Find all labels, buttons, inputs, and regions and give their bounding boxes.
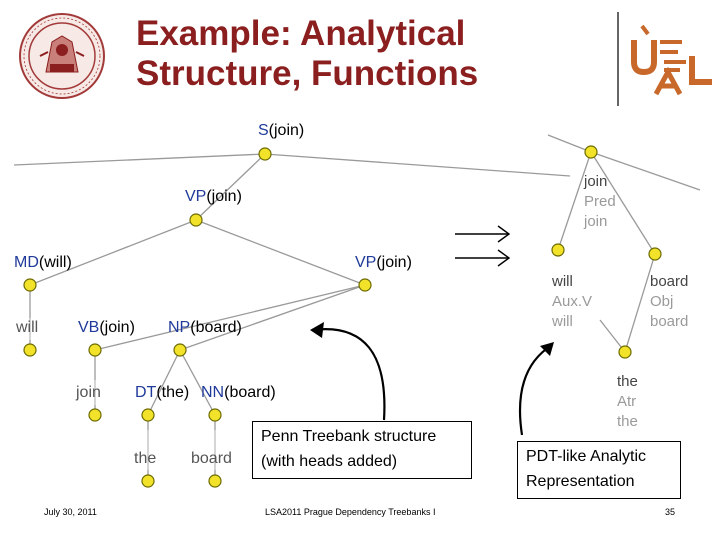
node-nn: [208, 408, 222, 422]
dep-node-board: [648, 247, 662, 261]
label-s: S(join): [258, 122, 305, 139]
node-board: [208, 474, 222, 488]
node-vp1: [189, 213, 203, 227]
dep-node-will: [551, 243, 565, 257]
label-word-will: will: [16, 319, 39, 336]
phrase-tree-nodes: [23, 147, 372, 488]
penn-caption-arrow: [311, 328, 386, 421]
pointer-arrows: [311, 328, 553, 436]
node-md: [23, 278, 37, 292]
footer-date: July 30, 2011: [44, 507, 97, 517]
footer-page-number: 35: [665, 507, 676, 517]
node-np: [173, 343, 187, 357]
dep-node-join: [584, 145, 598, 159]
label-word-board: board: [191, 450, 232, 467]
label-vp2: VP(join): [355, 254, 412, 271]
label-md: MD(will): [14, 254, 72, 271]
slide-title: Example: Analytical Structure, Functions: [136, 14, 576, 94]
dependency-tree-nodes: [551, 145, 662, 359]
dep-label-join: join Pred join: [584, 173, 616, 230]
node-the: [141, 474, 155, 488]
footer-center: LSA2011 Prague Dependency Treebanks I: [265, 507, 436, 517]
title-line-2: Structure, Functions: [136, 54, 479, 93]
node-dt: [141, 408, 155, 422]
title-line-1: Example: Analytical: [136, 14, 466, 53]
label-dt: DT(the): [135, 384, 190, 401]
penn-treebank-caption: Penn Treebank structure (with heads adde…: [252, 421, 472, 479]
dep-label-the: the Atr the: [617, 373, 638, 430]
pdt-caption-arrow: [518, 344, 553, 436]
label-nn: NN(board): [201, 384, 276, 401]
dependency-tree-edges: [547, 134, 701, 353]
node-vb: [88, 343, 102, 357]
node-vp2: [358, 278, 372, 292]
node-s: [258, 147, 272, 161]
university-seal-icon: [19, 13, 105, 99]
dep-label-board: board Obj board: [650, 273, 689, 330]
node-will: [23, 343, 37, 357]
ufal-logo-icon: [617, 12, 712, 106]
label-word-the: the: [134, 450, 157, 467]
dep-node-the: [618, 345, 632, 359]
node-join: [88, 408, 102, 422]
pdt-caption: PDT-like Analytic Representation: [517, 441, 681, 499]
label-np: NP(board): [168, 319, 242, 336]
label-vp1: VP(join): [185, 188, 242, 205]
label-vb: VB(join): [78, 319, 135, 336]
dep-label-will: will Aux.V will: [552, 273, 593, 330]
right-arrows-icon: [455, 225, 511, 267]
label-word-join: join: [76, 384, 101, 401]
